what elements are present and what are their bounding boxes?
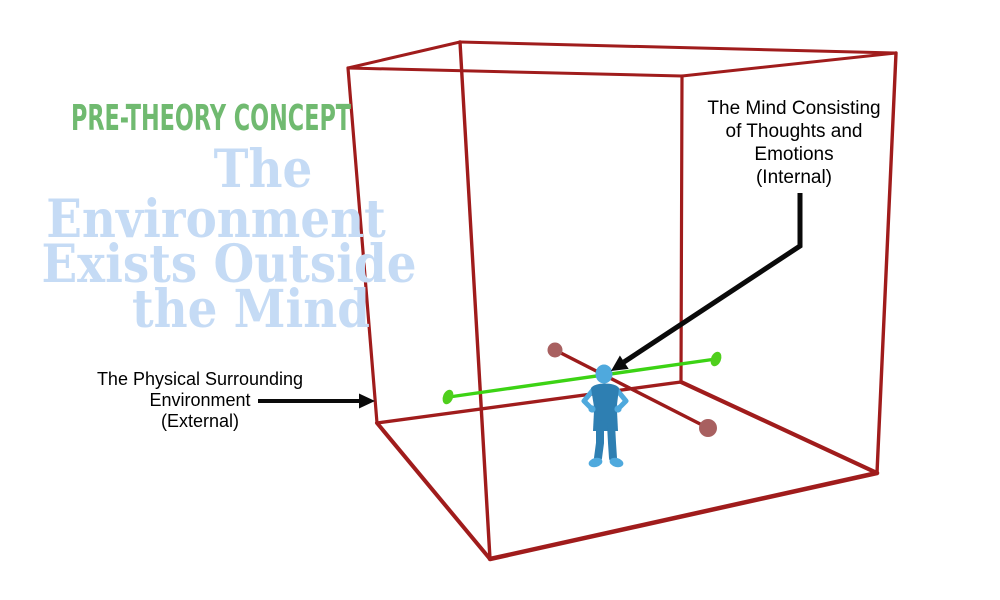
box-edge-back-right-vertical xyxy=(679,74,684,384)
green-axis-endpoint-right xyxy=(710,351,722,367)
box-edge-bottom-left-depth xyxy=(375,421,492,561)
internal-mind-label: The Mind Consisting of Thoughts and Emot… xyxy=(707,98,881,188)
red-axis xyxy=(547,342,717,437)
pre-theory-heading: PRE-THEORY CONCEPT xyxy=(70,98,352,139)
external-environment-label: The Physical Surrounding Environment (Ex… xyxy=(96,369,304,431)
red-axis-endpoint-left xyxy=(547,342,563,358)
internal-arrow-shaft xyxy=(622,193,803,365)
box-edge-front-right-vertical xyxy=(875,51,898,475)
green-axis-line xyxy=(448,357,717,399)
main-title-line-3: Exists Outside xyxy=(41,234,417,295)
box-edge-back-left-vertical xyxy=(346,66,379,425)
green-axis xyxy=(442,351,722,405)
box-edge-front-left-vertical xyxy=(458,40,492,561)
red-axis-line xyxy=(554,348,709,430)
box-edge-top-front xyxy=(458,40,898,55)
person-left-hand xyxy=(588,405,596,413)
person-torso xyxy=(591,383,619,416)
box-edge-bottom-right-depth xyxy=(678,379,880,476)
main-title-line-4: the Mind xyxy=(131,279,371,340)
wireframe-box xyxy=(346,40,898,562)
person-right-hand xyxy=(614,405,622,413)
internal-pointer-arrow xyxy=(611,193,803,371)
person-left-foot xyxy=(588,457,603,468)
box-edge-bottom-front xyxy=(487,470,880,562)
internal-arrowhead xyxy=(611,355,629,371)
red-axis-endpoint-right xyxy=(699,419,717,437)
main-title-line-1: The xyxy=(213,139,313,200)
person-head xyxy=(595,364,613,384)
external-pointer-arrow xyxy=(258,393,375,409)
person-figure xyxy=(581,364,629,468)
box-edge-top-right-depth xyxy=(680,51,898,78)
external-arrowhead xyxy=(359,393,375,409)
person-right-foot xyxy=(609,457,624,468)
box-edge-top-left-depth xyxy=(346,40,462,70)
box-edge-top-back xyxy=(346,66,684,78)
main-title-line-2: Environment xyxy=(46,189,386,250)
person-right-leg xyxy=(607,420,617,462)
box-edge-bottom-back xyxy=(375,380,683,425)
person-left-leg xyxy=(594,420,604,462)
green-axis-endpoint-left xyxy=(442,389,454,405)
